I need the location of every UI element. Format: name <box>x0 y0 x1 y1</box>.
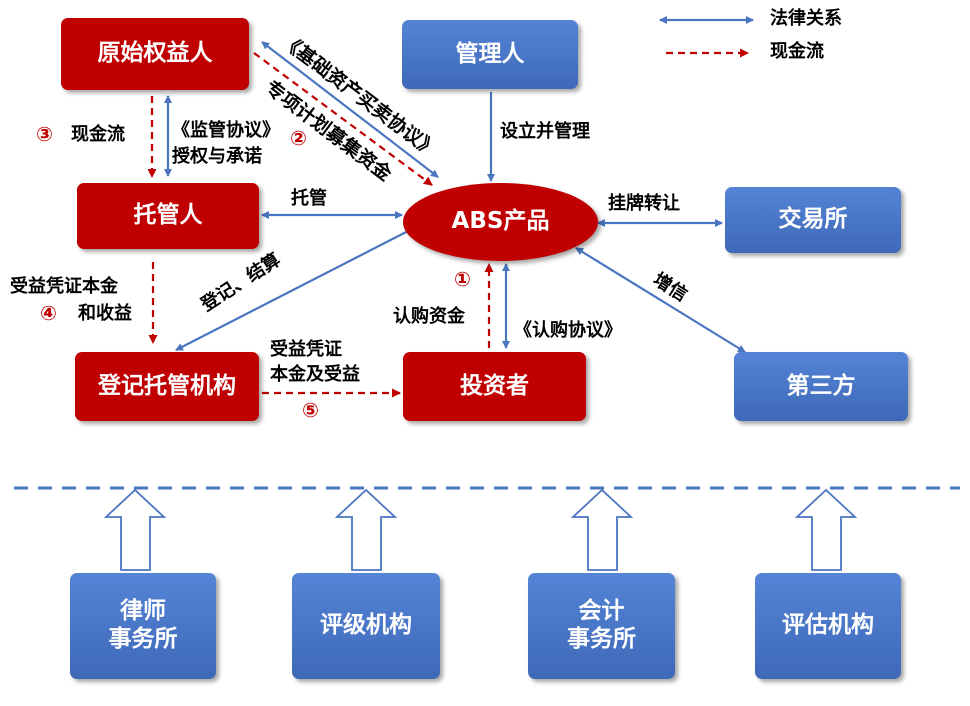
principal-yield-label-2: 本金及受益 <box>270 364 360 385</box>
lawyer-line2: 事务所 <box>108 626 178 652</box>
listing-transfer-label: 挂牌转让 <box>608 193 680 214</box>
custodian-node: 托管人 <box>77 183 259 249</box>
up-arrow-accounting <box>570 488 634 571</box>
registrar-node: 登记托管机构 <box>75 352 259 421</box>
manager-node: 管理人 <box>402 20 578 89</box>
step-2: ② <box>290 126 307 150</box>
registration-arrow <box>175 227 415 351</box>
step-1: ① <box>454 267 471 291</box>
custody-label: 托管 <box>291 188 327 209</box>
supervision-label: 《监管协议》 <box>172 120 280 141</box>
step-3: ③ <box>36 122 53 146</box>
accounting-node: 会计 事务所 <box>528 573 675 679</box>
legend-cash-label: 现金流 <box>770 41 824 62</box>
credit-enhancement-arrow <box>575 247 746 353</box>
rating-node: 评级机构 <box>292 573 440 679</box>
special-plan-funds-arrow <box>253 52 433 186</box>
lawyer-node: 律师 事务所 <box>70 573 216 679</box>
exchange-node: 交易所 <box>725 187 901 253</box>
cash-flow-label: 现金流 <box>71 124 125 145</box>
abs-product-node: ABS产品 <box>403 183 598 261</box>
step-5: ⑤ <box>302 398 319 422</box>
lawyer-line1: 律师 <box>120 598 166 625</box>
sale-agreement-arrow <box>261 41 439 178</box>
principal-yield-label-1: 受益凭证 <box>270 339 342 360</box>
subscription-funds-label: 认购资金 <box>393 306 465 327</box>
originator-node: 原始权益人 <box>61 18 249 90</box>
up-arrow-valuation <box>794 488 858 571</box>
valuation-node: 评估机构 <box>755 573 901 679</box>
third-party-node: 第三方 <box>734 352 908 421</box>
authorization-label: 授权与承诺 <box>172 146 262 167</box>
legend-legal-label: 法律关系 <box>770 8 842 29</box>
accounting-line1: 会计 <box>578 598 625 625</box>
up-arrow-lawyer <box>103 488 167 571</box>
subscription-agreement-label: 《认购协议》 <box>514 320 622 341</box>
principal-income-label-2: 和收益 <box>78 303 132 324</box>
up-arrow-rating <box>334 488 398 571</box>
investor-node: 投资者 <box>403 352 586 421</box>
principal-income-label-1: 受益凭证本金 <box>10 276 118 297</box>
establish-manage-label: 设立并管理 <box>500 121 590 142</box>
step-4: ④ <box>40 301 57 325</box>
accounting-line2: 事务所 <box>567 626 636 652</box>
